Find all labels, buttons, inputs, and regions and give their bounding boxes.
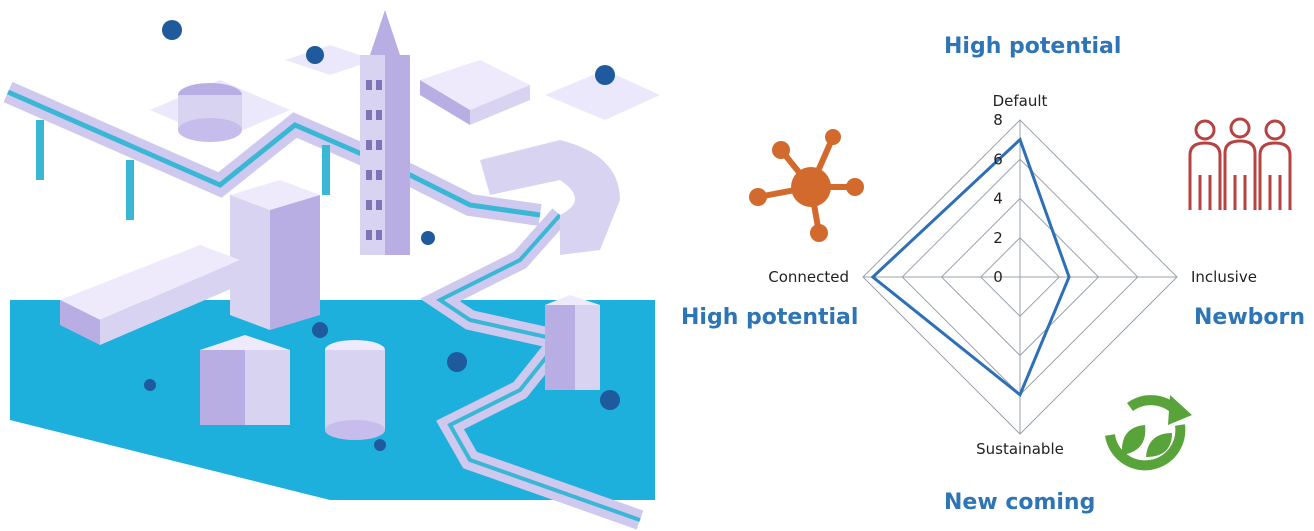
tree-icon [162, 20, 182, 40]
radar-axis-label: Sustainable [976, 440, 1064, 458]
label-top: High potential [944, 34, 1122, 59]
label-bottom: New coming [944, 490, 1096, 515]
network-icon [749, 129, 864, 242]
recycle-leaf-icon [1105, 395, 1192, 471]
radar-axis-label: Default [993, 92, 1048, 110]
radar-axis-label: Connected [768, 268, 849, 286]
label-right: Newborn [1194, 305, 1306, 330]
radar-axis-label: Inclusive [1191, 268, 1257, 286]
radar-tick-label: 6 [993, 150, 1003, 168]
radar-series [870, 136, 1071, 398]
radar-tick-label: 8 [993, 111, 1003, 129]
clock-tower [370, 10, 400, 55]
office-tower [230, 195, 270, 330]
people-group-icon [1188, 117, 1292, 210]
radar-tick-label: 0 [993, 268, 1003, 286]
radar-tick-label: 4 [993, 190, 1003, 208]
isometric-city-icon [3, 10, 660, 530]
radar-tick-label: 2 [993, 229, 1003, 247]
radar-series-line [870, 136, 1071, 398]
label-left: High potential [681, 305, 859, 330]
